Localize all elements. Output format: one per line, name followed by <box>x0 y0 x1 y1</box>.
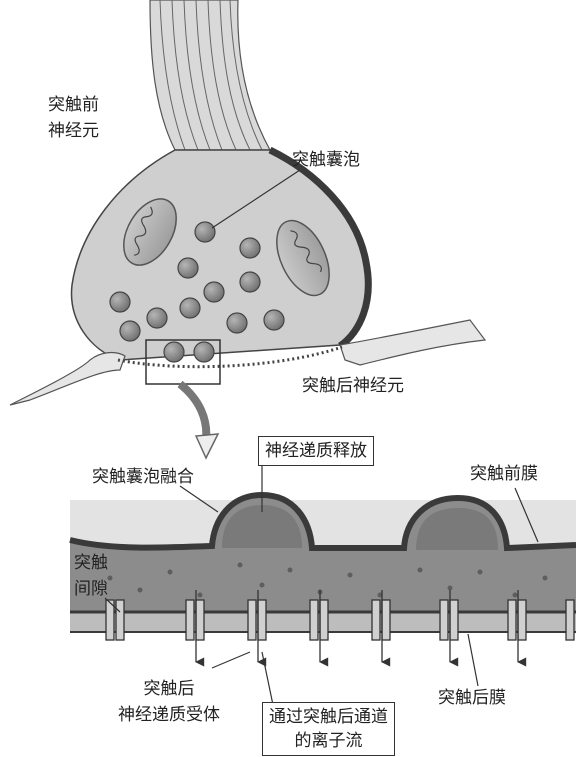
vesicle <box>195 222 215 242</box>
label-synaptic-cleft-line1: 突触 <box>74 550 108 576</box>
label-synaptic-cleft-line2: 间隙 <box>74 576 108 602</box>
presynaptic-terminal <box>10 0 485 405</box>
zoom-arrow <box>180 384 218 458</box>
vesicle <box>180 298 200 318</box>
vesicle <box>264 310 284 330</box>
postsynaptic-neuron-left <box>10 353 125 405</box>
label-postsynaptic-receptor: 突触后 神经递质受体 <box>118 676 220 728</box>
label-synaptic-cleft: 突触 间隙 <box>74 550 108 602</box>
vesicle <box>164 342 184 362</box>
label-ion-flow: 通过突触后通道 的离子流 <box>262 702 395 756</box>
label-postsynaptic-membrane: 突触后膜 <box>438 686 506 710</box>
label-ion-flow-line2: 的离子流 <box>269 729 388 753</box>
receptor <box>566 600 574 640</box>
label-ion-flow-line1: 通过突触后通道 <box>269 705 388 729</box>
label-presynaptic-membrane: 突触前膜 <box>470 462 538 486</box>
label-vesicle-fusion: 突触囊泡融合 <box>92 465 194 489</box>
label-postsynaptic-neuron: 突触后神经元 <box>302 374 404 398</box>
postsynaptic-neuron-right <box>340 320 485 365</box>
label-transmitter-release: 神经递质释放 <box>258 436 374 466</box>
vesicle <box>178 258 198 278</box>
label-postsynaptic-receptor-line2: 神经递质受体 <box>118 702 220 728</box>
vesicle <box>120 321 140 341</box>
label-postsynaptic-receptor-line1: 突触后 <box>118 676 220 702</box>
label-synaptic-vesicle: 突触囊泡 <box>292 148 360 172</box>
vesicle <box>110 292 130 312</box>
vesicle <box>204 282 224 302</box>
vesicle <box>240 272 260 292</box>
vesicle <box>194 342 214 362</box>
vesicle <box>240 238 260 258</box>
label-presynaptic-neuron: 突触前 神经元 <box>48 92 99 144</box>
label-presynaptic-neuron-line1: 突触前 <box>48 92 99 118</box>
vesicle <box>147 308 167 328</box>
vesicle <box>227 313 247 333</box>
label-presynaptic-neuron-line2: 神经元 <box>48 118 99 144</box>
